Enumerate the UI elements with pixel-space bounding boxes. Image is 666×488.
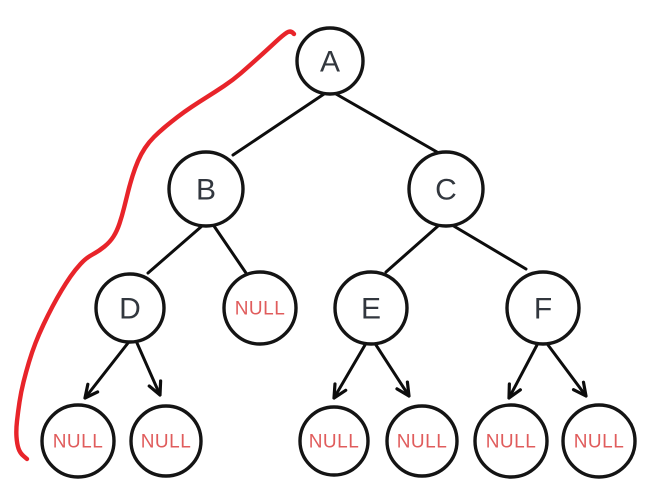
edge-E-null-e-left <box>332 343 367 400</box>
node-circle <box>407 150 485 228</box>
node-label-F: F <box>534 293 552 326</box>
edge-D-null-d-right <box>135 341 162 397</box>
tree-node-A: A <box>295 26 365 96</box>
node-circle <box>333 270 409 346</box>
node-label-null-d-right: NULL <box>141 432 192 453</box>
node-circle <box>295 26 365 96</box>
tree-node-null-d-right: NULL <box>129 404 203 478</box>
node-circle <box>222 270 298 346</box>
tree-node-E: E <box>333 270 409 346</box>
arrowhead-icon <box>395 380 411 398</box>
tree-node-null-e-right: NULL <box>385 404 459 478</box>
tree-node-C: C <box>407 150 485 228</box>
edge-E-null-e-right <box>374 343 411 398</box>
node-label-D: D <box>119 293 141 326</box>
tree-node-null-b-right: NULL <box>222 270 298 346</box>
node-circle <box>298 405 370 477</box>
node-circle <box>167 150 245 228</box>
tree-node-null-e-left: NULL <box>298 405 370 477</box>
node-label-null-f-right: NULL <box>574 432 625 453</box>
node-label-A: A <box>320 46 340 79</box>
node-circle <box>94 272 166 344</box>
arrowhead-icon <box>332 382 348 400</box>
node-circle <box>129 404 203 478</box>
node-circle <box>385 404 459 478</box>
arrowhead-icon <box>83 382 100 400</box>
edge-C-E <box>384 224 440 274</box>
arrowhead-icon <box>507 382 522 400</box>
red-freehand-curve <box>14 29 297 462</box>
tree-node-null-f-right: NULL <box>561 403 637 479</box>
arrowhead-icon <box>571 380 588 398</box>
edge-B-null-b-right <box>212 224 248 275</box>
arrowhead-icon <box>147 379 163 397</box>
edge-C-F <box>450 223 528 271</box>
node-circle <box>561 403 637 479</box>
node-circle <box>505 270 581 346</box>
tree-node-B: B <box>167 150 245 228</box>
tree-node-F: F <box>505 270 581 346</box>
node-label-C: C <box>435 174 457 207</box>
node-label-null-d-left: NULL <box>53 432 104 453</box>
edge-B-D <box>146 224 204 275</box>
tree-node-null-f-left: NULL <box>473 403 549 479</box>
node-label-null-e-right: NULL <box>397 432 448 453</box>
tree-node-D: D <box>94 272 166 344</box>
edge-F-null-f-right <box>546 343 588 398</box>
edge-F-null-f-left <box>507 343 539 400</box>
node-label-null-b-right: NULL <box>235 299 286 320</box>
tree-node-null-d-left: NULL <box>40 403 116 479</box>
node-circle <box>473 403 549 479</box>
node-label-null-f-left: NULL <box>486 432 537 453</box>
edge-A-B <box>231 92 326 157</box>
edge-A-C <box>334 92 439 154</box>
node-label-E: E <box>361 293 381 326</box>
node-circle <box>40 403 116 479</box>
node-label-null-e-left: NULL <box>309 432 360 453</box>
node-label-B: B <box>196 174 216 207</box>
edge-D-null-d-left <box>83 341 130 400</box>
